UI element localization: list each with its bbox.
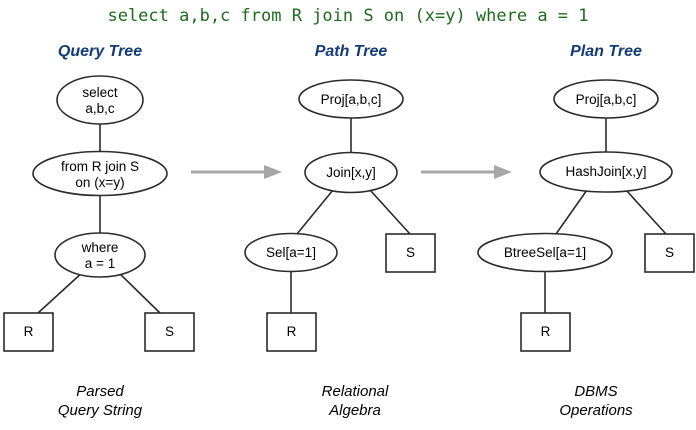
node-from-join-shape[interactable]	[32, 150, 168, 197]
node-rel-s-shape[interactable]	[144, 312, 195, 352]
node-proj-shape[interactable]	[553, 79, 659, 119]
edge-hashjoin-to-s	[625, 189, 667, 235]
node-select-shape[interactable]	[56, 75, 144, 125]
plan-tree-group	[477, 79, 695, 352]
edge-where-to-r	[37, 270, 85, 314]
column-header-path-tree: Path Tree	[314, 43, 388, 60]
edge-join-to-s	[369, 189, 411, 235]
node-sel-shape[interactable]	[244, 232, 338, 273]
arrow-path-to-plan	[421, 165, 512, 179]
caption-plan-tree-line2: Operations	[559, 402, 633, 419]
sql-query-string: select a,b,c from R join S on (x=y) wher…	[107, 6, 589, 26]
node-rel-r-shape[interactable]	[520, 312, 571, 352]
caption-path-tree-line2: Algebra	[329, 402, 381, 419]
edge-hashjoin-to-btreesel	[555, 189, 588, 235]
column-header-plan-tree: Plan Tree	[570, 43, 642, 60]
node-btreesel-shape[interactable]	[477, 232, 613, 273]
caption-query-tree-line1: Parsed	[76, 383, 124, 400]
edge-join-to-sel	[296, 189, 334, 235]
node-rel-r-shape[interactable]	[266, 312, 317, 352]
arrow-head	[264, 165, 282, 179]
node-rel-s-shape[interactable]	[385, 233, 436, 273]
arrow-head	[494, 165, 512, 179]
node-join-shape[interactable]	[304, 151, 398, 194]
caption-query-tree-line2: Query String	[57, 402, 143, 419]
column-header-query-tree: Query Tree	[57, 43, 143, 60]
caption-path-tree-line1: Relational	[321, 383, 389, 400]
node-rel-s-shape[interactable]	[644, 233, 695, 273]
node-hashjoin-shape[interactable]	[539, 151, 673, 193]
path-tree-group	[244, 79, 436, 352]
caption-plan-tree-line1: DBMS	[574, 383, 618, 400]
node-proj-shape[interactable]	[298, 79, 404, 119]
query-tree-group	[3, 75, 195, 352]
arrow-query-to-path	[191, 165, 282, 179]
node-where-shape[interactable]	[54, 232, 146, 278]
node-rel-r-shape[interactable]	[3, 312, 54, 352]
edge-where-to-s	[116, 270, 161, 314]
